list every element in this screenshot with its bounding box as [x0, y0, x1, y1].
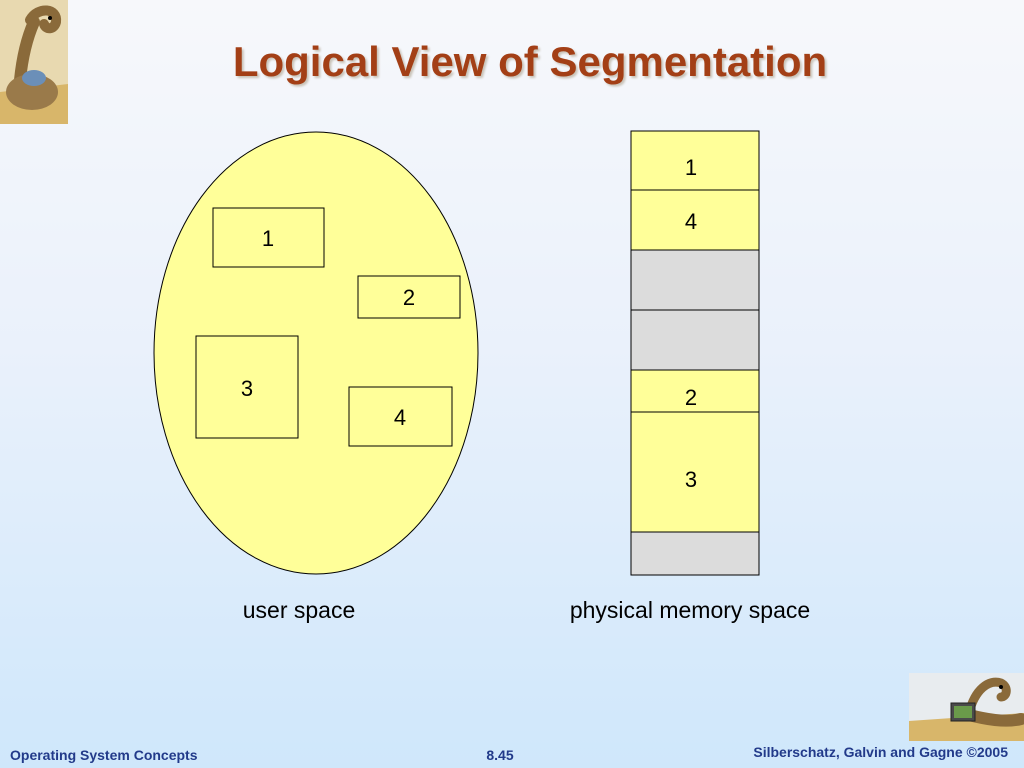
user-segment-4-label: 4	[394, 405, 406, 430]
physical-block-1-label: 1	[685, 155, 697, 180]
footer-slide-number: 8.45	[486, 747, 514, 763]
user-segment-3-box	[195, 335, 299, 439]
user-segment-3-label: 3	[241, 376, 253, 401]
user-space-caption: user space	[242, 597, 356, 623]
footer-authors: Silberschatz, Galvin and Gagne ©2005	[753, 744, 1008, 760]
physical-block-4	[630, 411, 760, 533]
physical-memory-caption: physical memory space	[569, 597, 811, 623]
physical-block-free-1	[630, 249, 760, 311]
user-segment-1-box	[212, 207, 325, 268]
user-segment-4-box	[348, 386, 453, 447]
physical-block-3-label: 2	[685, 385, 697, 410]
user-segment-1-label: 1	[262, 226, 274, 251]
physical-block-3	[630, 369, 760, 413]
slide-title: Logical View of Segmentation	[232, 38, 828, 85]
user-segment-2-box	[357, 275, 461, 319]
dinosaur-logo-icon	[0, 0, 68, 124]
user-segment-2-label: 2	[403, 285, 415, 310]
physical-block-4-label: 3	[685, 467, 697, 492]
physical-block-2	[630, 189, 760, 251]
physical-block-1	[630, 130, 760, 191]
physical-block-free-2	[630, 309, 760, 371]
dinosaur-laptop-logo-icon	[909, 673, 1024, 741]
physical-block-2-label: 4	[685, 209, 697, 234]
footer-course-title: Operating System Concepts	[10, 747, 198, 763]
physical-block-free-3	[630, 531, 760, 576]
